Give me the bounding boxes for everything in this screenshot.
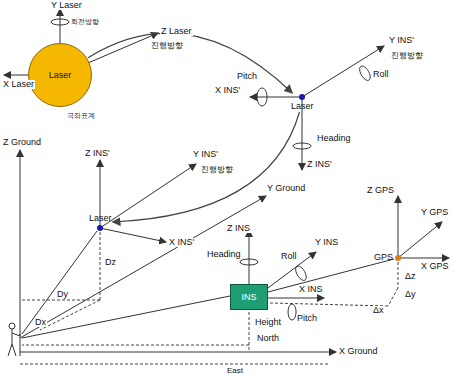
node-label: INS bbox=[241, 293, 256, 302]
laser-scanner-disc: Laser bbox=[28, 43, 92, 107]
transform-arrow bbox=[88, 33, 292, 93]
axis-label: Δz bbox=[404, 272, 417, 281]
axis-label: X Ground bbox=[338, 347, 379, 356]
axis-label: Z INS' bbox=[84, 149, 111, 158]
axis-label: East bbox=[226, 367, 244, 375]
axis-label: Dy bbox=[56, 290, 69, 299]
node-label: Laser bbox=[89, 214, 112, 223]
node-label: Laser bbox=[49, 71, 72, 80]
axis-label: Z Laser bbox=[160, 27, 193, 36]
transform-arrow bbox=[113, 112, 300, 222]
axis-label: Z INS' bbox=[306, 160, 333, 169]
axis-label: Y Laser bbox=[50, 1, 83, 10]
axis-lines bbox=[4, 9, 449, 352]
axis-label: Z INS bbox=[226, 224, 251, 233]
axis-label: Dx bbox=[34, 318, 47, 327]
axis-label: X INS' bbox=[168, 238, 195, 247]
axis-label: Y GPS bbox=[420, 208, 449, 217]
axis-label: X INS bbox=[298, 285, 324, 294]
origin-dot bbox=[97, 225, 103, 231]
axis-label: North bbox=[256, 334, 280, 343]
frame-origin: Laser bbox=[88, 213, 113, 232]
axis-label: X GPS bbox=[420, 262, 450, 271]
axis-label: Y INS' bbox=[192, 150, 219, 159]
axis-label: 극좌표계 bbox=[66, 112, 96, 119]
frame-origin: Laser bbox=[290, 93, 315, 112]
axis-label: Height bbox=[254, 318, 282, 327]
axis-label: Δy bbox=[404, 290, 417, 299]
axis-label: Z GPS bbox=[366, 186, 395, 195]
axis-label: 진행방향 bbox=[390, 52, 424, 60]
offset-lines bbox=[20, 232, 398, 364]
surveyor-figure bbox=[8, 323, 20, 356]
axis-label: X Laser bbox=[2, 80, 35, 89]
axis-label: Pitch bbox=[236, 72, 258, 81]
ins-unit-box: INS bbox=[230, 284, 268, 310]
node-label: Laser bbox=[291, 102, 314, 111]
origin-dot bbox=[299, 94, 305, 100]
axis-label: Z Ground bbox=[2, 138, 42, 147]
node-label: GPS bbox=[374, 253, 393, 262]
axis-label: Dz bbox=[104, 258, 117, 267]
axis-label: Roll bbox=[280, 252, 298, 261]
axis-label: Y Ground bbox=[266, 184, 306, 193]
axis-label: Pitch bbox=[296, 314, 318, 323]
axis-label: Heading bbox=[316, 134, 352, 143]
axis-label: Heading bbox=[206, 250, 242, 259]
axis-label: Y INS bbox=[314, 238, 339, 247]
axis-label: Δx bbox=[372, 306, 385, 315]
axis-label: Roll bbox=[372, 70, 390, 79]
origin-dot bbox=[395, 255, 401, 261]
axis-label: Y INS' bbox=[388, 36, 415, 45]
frame-origin: GPS bbox=[373, 252, 402, 263]
axis-label: 진행방향 bbox=[150, 42, 184, 50]
axis-label: X INS' bbox=[214, 86, 241, 95]
axis-label: 진행방향 bbox=[200, 166, 234, 174]
axis-label: 회전방향 bbox=[70, 18, 100, 25]
